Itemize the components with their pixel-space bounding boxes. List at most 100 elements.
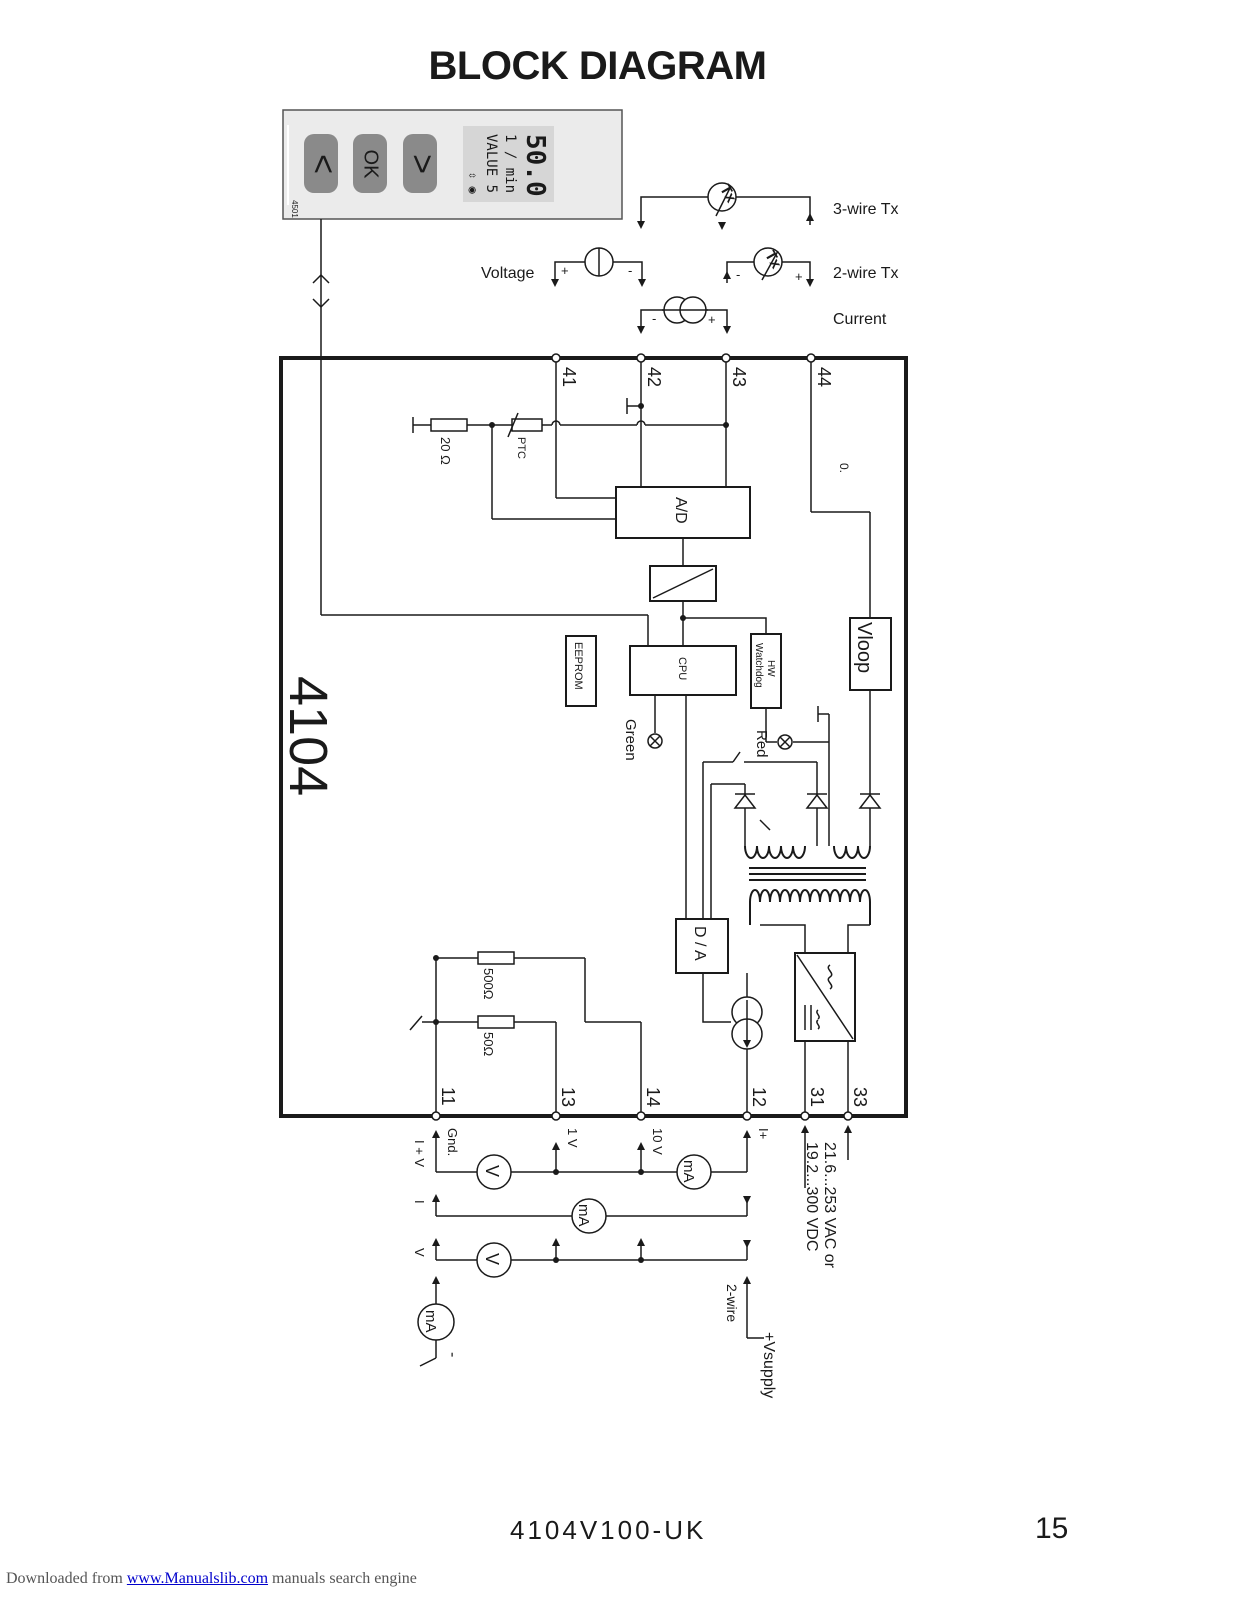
document-code: 4104V100-UK: [510, 1515, 707, 1545]
display-unit: 4501 < OK > 50.0 1 / min VALUE 5 ⇳ ◉: [282, 109, 623, 220]
lcd-value: 50.0: [520, 134, 550, 197]
tx2-plus: +: [795, 269, 803, 284]
left-button[interactable]: [304, 134, 338, 193]
red-led-icon: [777, 734, 793, 750]
zero-label: 0.: [837, 463, 851, 473]
right-button-label: >: [403, 154, 441, 174]
output-resistors: [409, 951, 642, 1112]
credit-suffix: manuals search engine: [268, 1570, 417, 1587]
one-v-label: 1 V: [565, 1128, 580, 1148]
meter-ma-1: mA: [680, 1160, 697, 1183]
input-junctions: [489, 403, 729, 428]
tx3-label: Tx: [716, 182, 740, 206]
meter-ma-3: mA: [422, 1310, 439, 1333]
terminal-11: 11: [438, 1087, 458, 1106]
ptc-label: PTC: [515, 437, 527, 459]
terminal-14: 14: [643, 1087, 663, 1107]
meter-v-2: V: [482, 1253, 502, 1265]
terminal-44: 44: [814, 367, 834, 387]
input-arrow-tips: [551, 213, 814, 334]
device-label: 4104: [278, 676, 338, 796]
watchdog-label-2: Watchdog: [753, 643, 764, 688]
cpu-block: [629, 645, 737, 696]
terminal-41: 41: [559, 367, 579, 387]
supply-line-1: 21.6...253 VAC or: [821, 1142, 838, 1269]
green-led-label: Green: [622, 719, 639, 761]
vsupply-label: +Vsupply: [760, 1332, 777, 1398]
transformer-icon: [744, 845, 871, 925]
three-wire-label: 3-wire Tx: [833, 201, 899, 218]
supply-wiring: [804, 1041, 849, 1112]
display-link: [312, 219, 649, 646]
output-arrow-tips: [432, 1130, 751, 1284]
ok-button-label: OK: [360, 150, 382, 180]
row-i-label: I: [412, 1200, 427, 1204]
output-junctions: [433, 955, 439, 1025]
meter-v-1: V: [482, 1165, 502, 1177]
eeprom-block: [565, 635, 597, 707]
supply-line-2: 19.2...300 VDC: [803, 1142, 820, 1251]
two-wire-label: 2-wire Tx: [833, 265, 899, 282]
input-wiring: [412, 362, 871, 618]
vloop-block: [849, 617, 892, 691]
page-number: 15: [1035, 1512, 1069, 1545]
right-button[interactable]: [403, 134, 437, 193]
voltage-plus: +: [561, 263, 569, 278]
current-minus: -: [652, 311, 656, 326]
page-title: BLOCK DIAGRAM: [428, 44, 767, 88]
device-enclosure: [279, 356, 908, 1118]
gnd-label: Gnd.: [445, 1128, 460, 1156]
tx2-minus: -: [736, 267, 740, 282]
lcd-label: VALUE 5: [483, 134, 499, 193]
supply-leads: [804, 1128, 849, 1188]
current-label: Current: [833, 311, 887, 328]
r20-label: 20 Ω: [438, 437, 453, 465]
supply-arrow-tips: [801, 1125, 852, 1133]
row-v-label: V: [412, 1248, 427, 1257]
tx2-label: Tx: [761, 248, 785, 272]
output-connections: [417, 1134, 764, 1367]
r500-label: 500Ω: [481, 968, 496, 1000]
two-wire-output-label: 2-wire: [724, 1284, 740, 1322]
terminal-12: 12: [749, 1087, 769, 1107]
output-current-source: [702, 973, 763, 1112]
display-tag: 4501: [290, 200, 299, 218]
current-plus: +: [708, 312, 716, 327]
download-credit: Downloaded from www.Manualslib.com manua…: [6, 1570, 417, 1588]
row-iv-label: I + V: [412, 1140, 427, 1167]
lcd-unit: 1 / min: [502, 134, 518, 193]
green-led-icon: [647, 733, 663, 749]
r50-label: 50Ω: [481, 1032, 496, 1056]
red-led-label: Red: [753, 730, 770, 758]
ok-button[interactable]: [353, 134, 387, 193]
da-label: D / A: [691, 926, 708, 961]
terminal-33: 33: [850, 1087, 870, 1107]
lcd-icons: ⇳ ◉: [466, 172, 480, 194]
credit-prefix: Downloaded from: [6, 1570, 127, 1587]
terminal-31: 31: [807, 1087, 827, 1107]
red-led-wiring: [765, 706, 830, 846]
cpu-label: CPU: [676, 657, 688, 680]
voltage-minus: -: [628, 263, 632, 278]
manualslib-link[interactable]: www.Manualslib.com: [126, 1570, 269, 1587]
input-sources: [554, 182, 811, 330]
lcd-screen: [463, 126, 554, 202]
ad-label: A/D: [672, 497, 689, 524]
eeprom-label: EEPROM: [572, 642, 584, 690]
power-stage: [685, 695, 882, 919]
vloop-label: Vloop: [853, 622, 875, 673]
transformer-wiring: [760, 924, 870, 953]
voltage-label: Voltage: [481, 265, 534, 282]
ten-v-label: 10 V: [650, 1128, 665, 1155]
left-button-label: <: [304, 154, 342, 174]
terminal-43: 43: [729, 367, 749, 387]
terminal-13: 13: [558, 1087, 578, 1107]
da-converter: [675, 918, 729, 974]
bottom-terminals: [431, 1111, 853, 1121]
dc-symbol: [804, 1005, 820, 1030]
meter-ma-2: mA: [575, 1204, 592, 1227]
two-wire-minus: -: [444, 1352, 461, 1357]
watchdog-label-1: HW: [765, 660, 776, 677]
i-plus-label: I+: [756, 1128, 771, 1139]
